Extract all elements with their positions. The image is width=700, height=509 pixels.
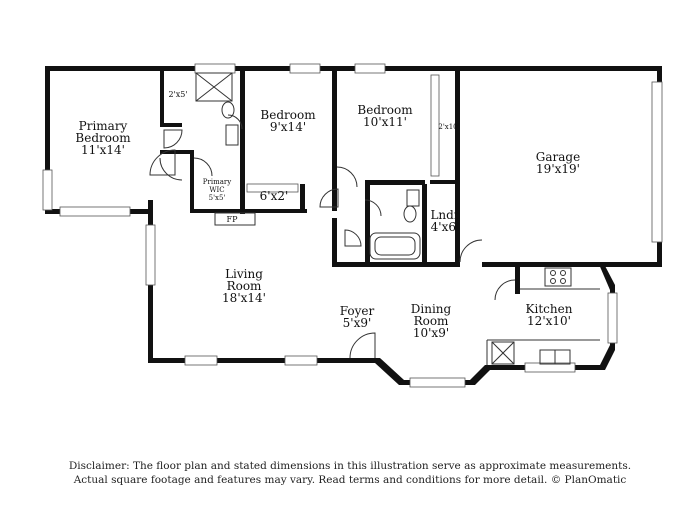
exterior-walls (45, 66, 662, 385)
doors (149, 114, 516, 359)
laundry-name: Lndr (430, 208, 459, 222)
windows (42, 63, 663, 388)
kitchen-size: 12'x10' (527, 314, 571, 328)
closet-2x10-size: 2'x10' (438, 123, 459, 131)
disclaimer-line-2: Actual square footage and features may v… (73, 474, 627, 486)
foyer-name: Foyer (340, 304, 375, 318)
bedroom-2-size: 10'x11' (363, 115, 407, 129)
fixtures (195, 72, 600, 365)
closet-6x2-size: 6'x2' (260, 189, 289, 203)
kitchen-name: Kitchen (526, 302, 573, 316)
disclaimer-line-1: Disclaimer: The floor plan and stated di… (68, 460, 632, 472)
primary-wic-size: 5'x5' (209, 194, 226, 202)
living-room-name-line1: Living (225, 267, 263, 281)
living-room-size: 18'x14' (222, 291, 266, 305)
bedroom-1-name: Bedroom (260, 108, 316, 122)
laundry-size: 4'x6' (431, 220, 460, 234)
primary-wic-name-line2: WIC (209, 186, 224, 194)
living-room-name-line2: Room (227, 279, 262, 293)
primary-bedroom-name-line1: Primary (79, 119, 128, 133)
dining-room-name-line1: Dining (411, 302, 452, 316)
bedroom-1-size: 9'x14' (270, 120, 306, 134)
garage-size: 19'x19' (536, 162, 580, 176)
dining-room-name-line2: Room (414, 314, 449, 328)
primary-bedroom-size: 11'x14' (81, 143, 125, 157)
foyer-size: 5'x9' (343, 316, 372, 330)
primary-bedroom-name-line2: Bedroom (75, 131, 131, 145)
primary-wic-name-line1: Primary (203, 178, 231, 186)
bedroom-2-name: Bedroom (357, 103, 413, 117)
fireplace-label: FP (227, 215, 239, 224)
dining-room-size: 10'x9' (413, 326, 449, 340)
interior-walls (160, 71, 602, 294)
closet-small-size: 2'x5' (168, 90, 187, 99)
room-labels: Primary Bedroom 11'x14' 2'x5' Bedroom 9'… (75, 90, 580, 340)
garage-name: Garage (536, 150, 580, 164)
